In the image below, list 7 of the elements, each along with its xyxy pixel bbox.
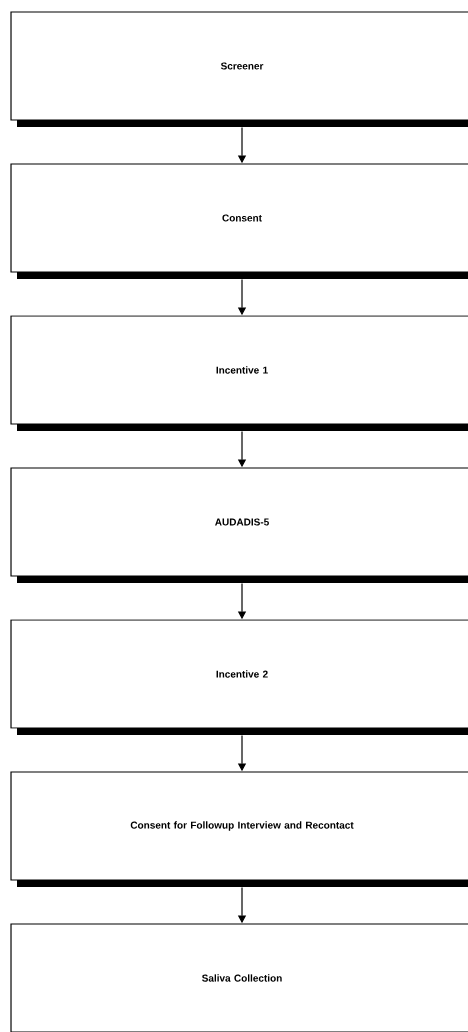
process-box: Screener (10, 11, 468, 127)
process-box: AUDADIS-5 (10, 467, 468, 583)
process-box: Consent for Followup Interview and Recontact (10, 771, 468, 887)
process-box: Incentive 1 (10, 315, 468, 431)
process-box: Incentive 2 (10, 619, 468, 735)
process-box: Saliva Collection (10, 923, 468, 1032)
process-box: Consent (10, 163, 468, 279)
